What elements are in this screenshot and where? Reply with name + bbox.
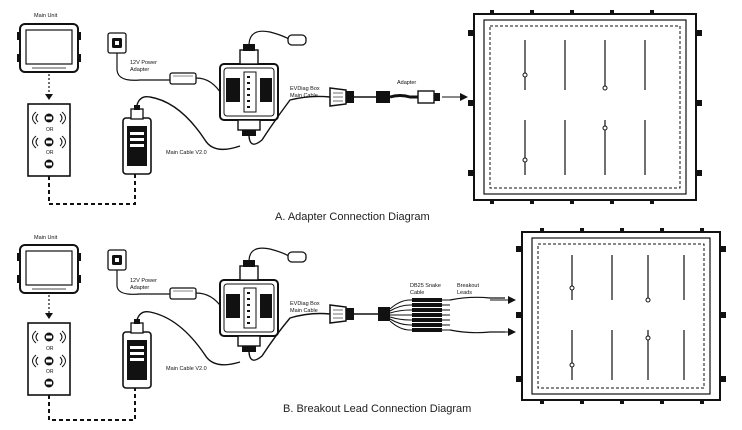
snake-cable-head-b	[378, 307, 390, 321]
diagram-b	[16, 228, 726, 421]
box-cable-label-line2-a: Main Cable	[290, 93, 318, 99]
main-unit-label-a: Main Unit	[34, 13, 58, 19]
wall-socket-a	[107, 32, 127, 54]
adapter-label-a: Adapter	[397, 80, 417, 86]
db-connector-a	[329, 87, 355, 107]
snake-cable-label-line1-b: DB25 Snake	[410, 283, 441, 289]
battery-pack-b	[516, 228, 726, 404]
snake-cable-label-line2-b: Cable	[410, 290, 425, 296]
battery-pack-a	[468, 10, 702, 204]
caption-a: A. Adapter Connection Diagram	[275, 211, 430, 223]
wall-socket-b	[107, 249, 127, 271]
main-unit-tablet-a	[16, 23, 82, 73]
box-cable-label-line2-b: Main Cable	[290, 308, 318, 314]
evdiag-box-b	[219, 259, 279, 353]
caption-b: B. Breakout Lead Connection Diagram	[283, 403, 472, 415]
power-adapter-label-line2-b: Adapter	[130, 285, 150, 291]
or-label-2-b: OR	[46, 369, 54, 375]
vci-link-a	[48, 172, 136, 205]
main-cable-label-a: Main Cable V2.0	[166, 150, 207, 156]
vci-module-a	[122, 104, 152, 175]
main-cable-label-b: Main Cable V2.0	[166, 366, 207, 372]
breakout-lead-bundle-b	[389, 299, 450, 331]
or-label-1-b: OR	[46, 346, 54, 352]
connection-options-card-b	[27, 322, 71, 396]
diagram-a	[16, 10, 702, 205]
power-adapter-label-line1-b: 12V Power	[130, 278, 157, 284]
power-adapter-label-line2-a: Adapter	[130, 67, 150, 73]
or-label-1-a: OR	[46, 127, 54, 133]
power-brick-b	[169, 287, 197, 300]
or-label-2-a: OR	[46, 150, 54, 156]
vci-module-b	[122, 318, 152, 389]
box-cable-label-line1-a: EVDiag Box	[290, 86, 320, 92]
main-unit-tablet-b	[16, 244, 82, 294]
vci-link-b	[48, 388, 136, 421]
power-adapter-label-line1-a: 12V Power	[130, 60, 157, 66]
breakout-leads-label-line2-b: Leads	[457, 290, 472, 296]
db-connector-b	[329, 304, 355, 324]
breakout-leads-label-line1-b: Breakout	[457, 283, 480, 289]
main-unit-label-b: Main Unit	[34, 235, 58, 241]
box-cable-label-line1-b: EVDiag Box	[290, 301, 320, 307]
power-brick-a	[169, 72, 197, 85]
connection-options-card-a	[27, 103, 71, 177]
evdiag-box-a	[219, 43, 279, 137]
adapter-head-a	[376, 91, 390, 103]
